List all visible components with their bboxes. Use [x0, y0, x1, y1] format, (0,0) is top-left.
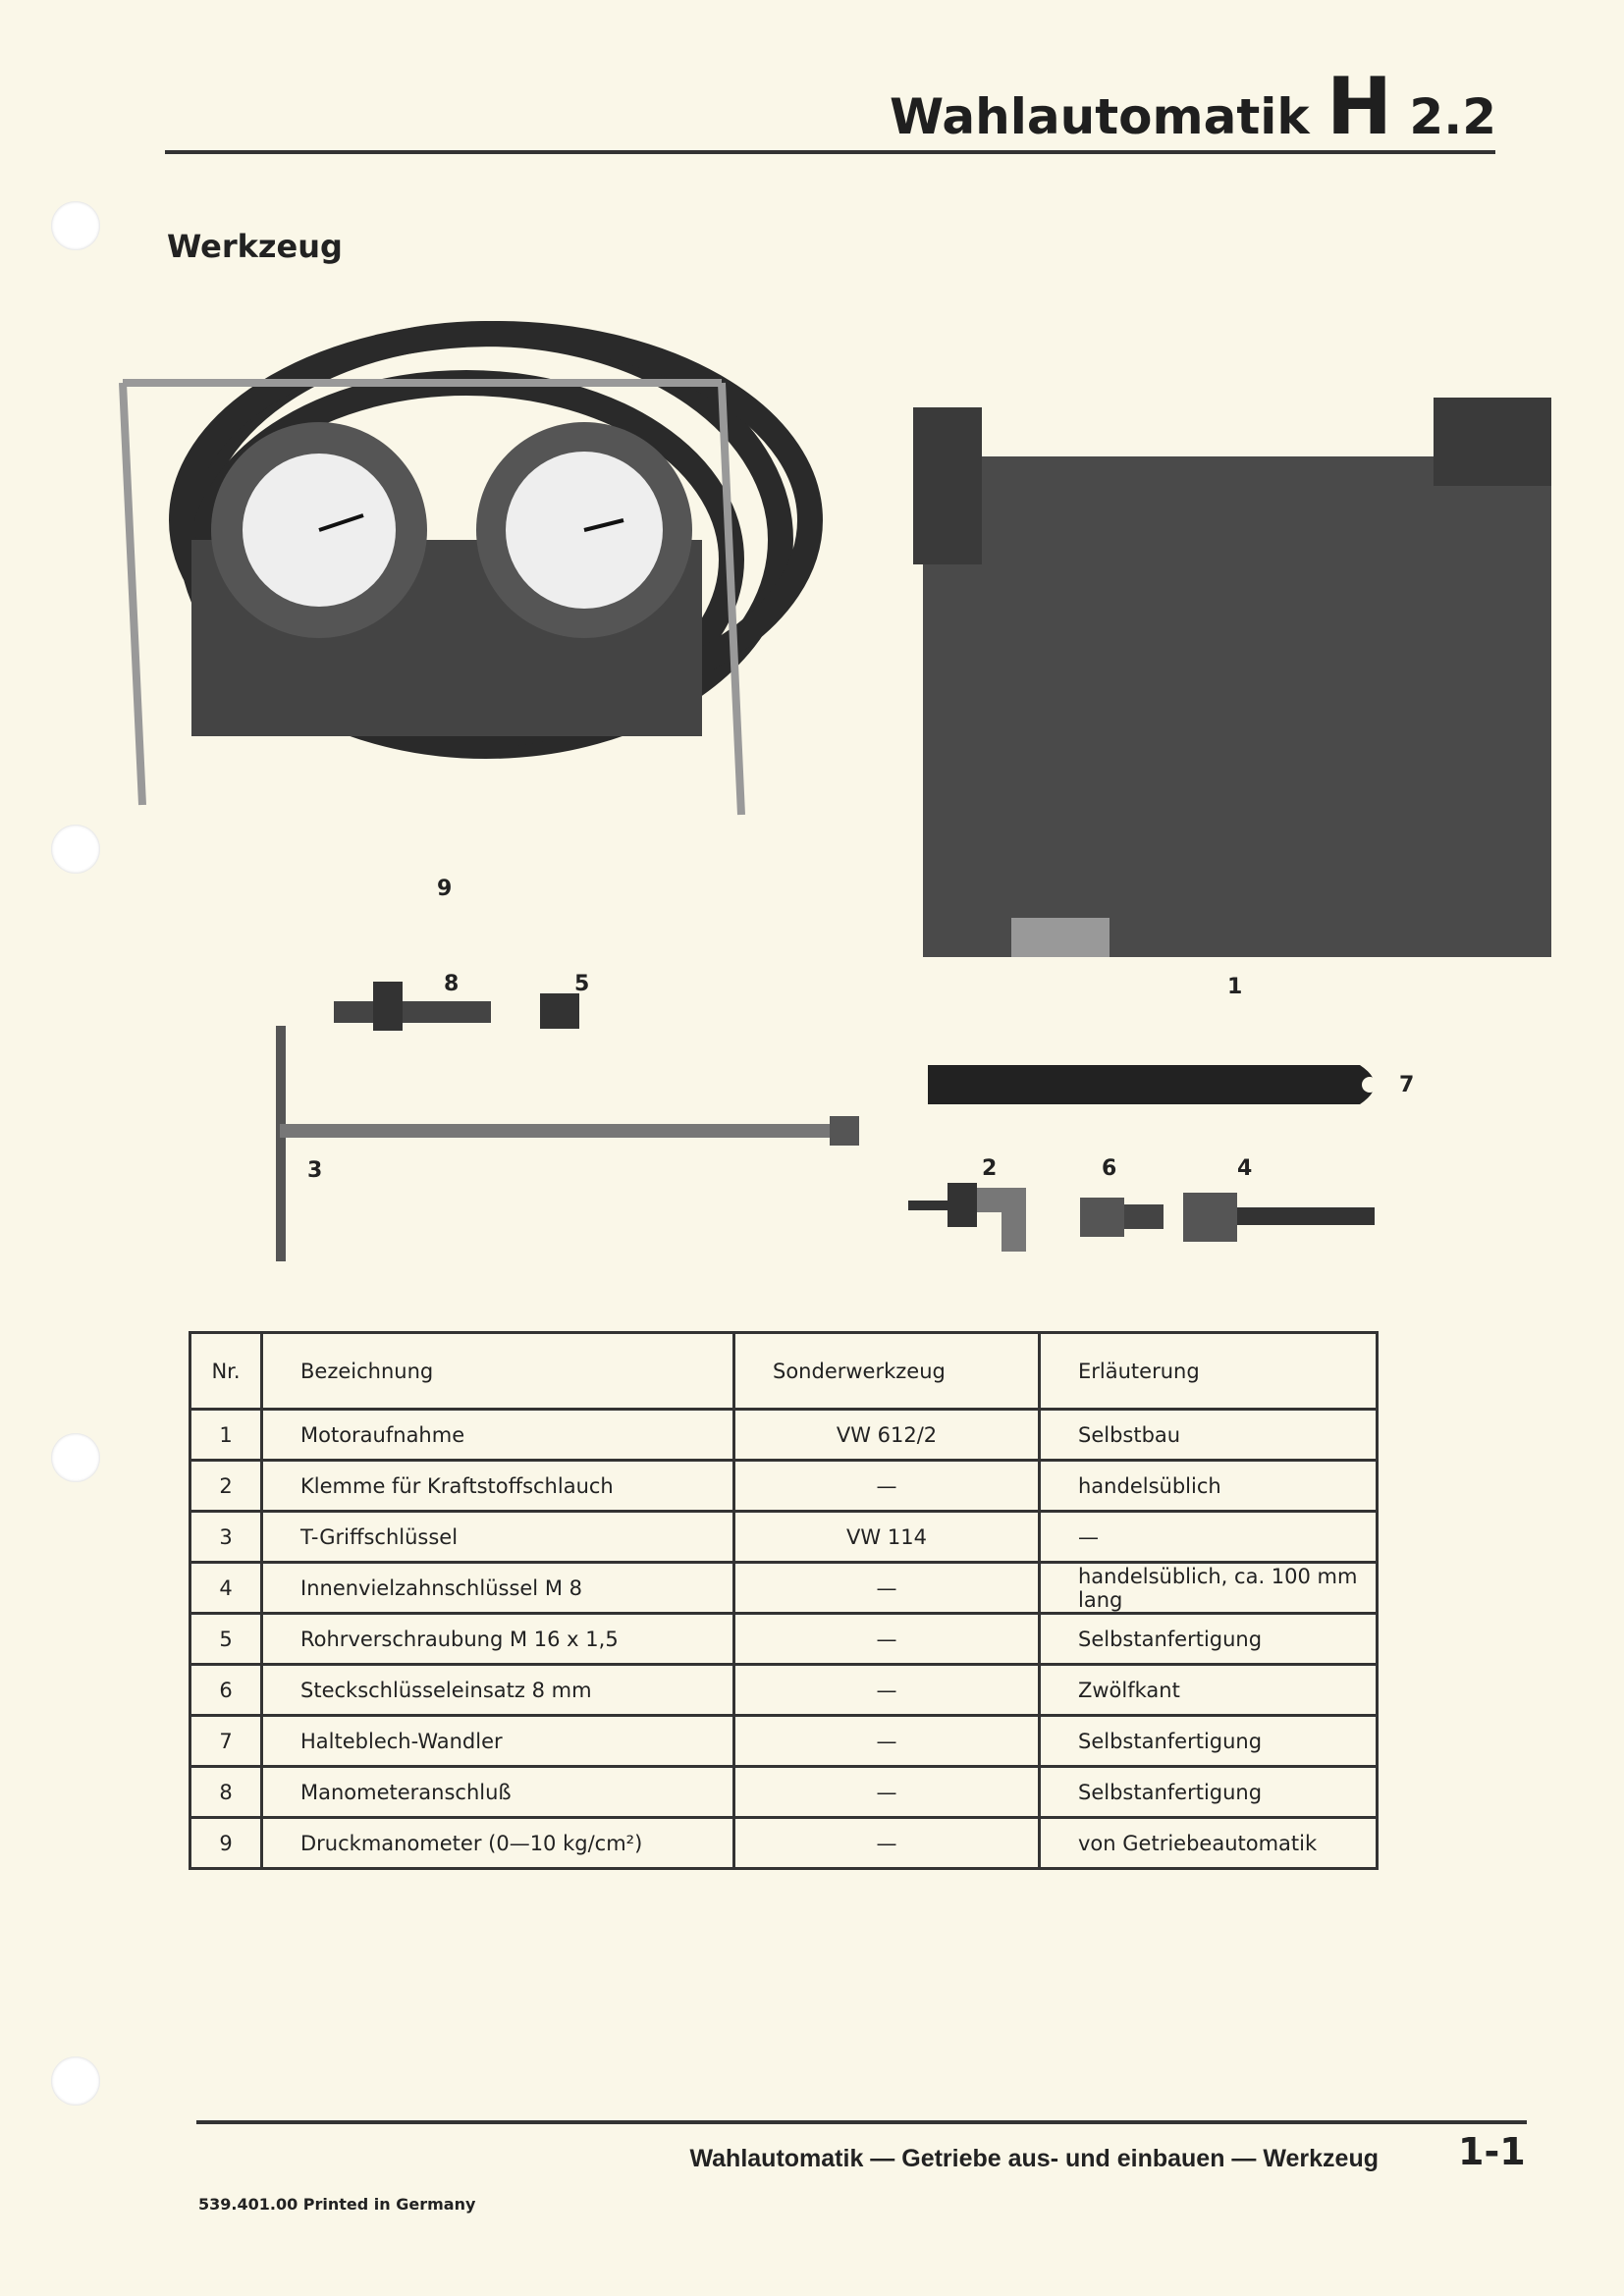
cell-nr: 1 [189, 1408, 263, 1462]
section-title: Werkzeug [167, 228, 343, 265]
cell-special-tool: VW 114 [732, 1510, 1041, 1564]
cell-name: Klemme für Kraftstoffschlauch [260, 1459, 735, 1513]
cell-special-tool: — [732, 1663, 1041, 1717]
cell-note: Selbstanfertigung [1038, 1714, 1379, 1768]
cell-nr: 6 [189, 1663, 263, 1717]
figure-label-5: 5 [574, 972, 590, 996]
cell-nr: 7 [189, 1714, 263, 1768]
punch-hole [51, 2056, 100, 2106]
pressure-gauge-photo [119, 321, 823, 816]
cell-nr: 9 [189, 1816, 263, 1870]
cell-note: handelsüblich [1038, 1459, 1379, 1513]
cell-note: — [1038, 1510, 1379, 1564]
engine-mount-plate-photo [913, 398, 1551, 957]
punch-hole [51, 825, 100, 874]
cell-note: Selbstanfertigung [1038, 1612, 1379, 1666]
cell-special-tool: VW 612/2 [732, 1408, 1041, 1462]
cell-nr: 3 [189, 1510, 263, 1564]
punch-hole [51, 201, 100, 250]
figure-label-4: 4 [1237, 1156, 1253, 1181]
col-header-note: Erläuterung [1038, 1331, 1379, 1411]
cell-special-tool: — [732, 1765, 1041, 1819]
figure-label-8: 8 [444, 972, 460, 996]
header-group: H [1326, 61, 1392, 152]
cell-name: T-Griffschlüssel [260, 1510, 735, 1564]
figure-label-2: 2 [982, 1156, 998, 1181]
figure-label-1: 1 [1227, 975, 1243, 999]
cell-special-tool: — [732, 1561, 1041, 1615]
punch-hole [51, 1433, 100, 1482]
figure-label-9: 9 [437, 877, 453, 901]
cell-nr: 5 [189, 1612, 263, 1666]
header-title: Wahlautomatik [890, 88, 1310, 145]
gauge-connector-photo [334, 982, 579, 1031]
cell-note: handelsüblich, ca. 100 mm lang [1038, 1561, 1379, 1615]
cell-name: Manometeranschluß [260, 1765, 735, 1819]
cell-note: Selbstanfertigung [1038, 1765, 1379, 1819]
col-header-nr: Nr. [189, 1331, 263, 1411]
figure-label-6: 6 [1102, 1156, 1117, 1181]
cell-name: Druckmanometer (0—10 kg/cm²) [260, 1816, 735, 1870]
col-header-name: Bezeichnung [260, 1331, 735, 1411]
page-number: 1-1 [1458, 2130, 1526, 2173]
cell-name: Innenvielzahnschlüssel M 8 [260, 1561, 735, 1615]
tool-table: Nr. Bezeichnung Sonderwerkzeug Erläuteru… [189, 1331, 1379, 1870]
footer-title: Wahlautomatik — Getriebe aus- und einbau… [689, 2145, 1379, 2172]
cell-special-tool: — [732, 1714, 1041, 1768]
converter-bracket-photo [928, 1065, 1378, 1104]
cell-nr: 8 [189, 1765, 263, 1819]
cell-nr: 2 [189, 1459, 263, 1513]
t-handle-wrench-photo [276, 1026, 859, 1261]
cell-note: von Getriebeautomatik [1038, 1816, 1379, 1870]
cell-name: Halteblech-Wandler [260, 1714, 735, 1768]
cell-special-tool: — [732, 1816, 1041, 1870]
cell-name: Steckschlüsseleinsatz 8 mm [260, 1663, 735, 1717]
header-section-number: 2.2 [1409, 88, 1496, 145]
cell-special-tool: — [732, 1612, 1041, 1666]
cell-note: Zwölfkant [1038, 1663, 1379, 1717]
figure-label-7: 7 [1399, 1073, 1415, 1097]
figure-label-3: 3 [307, 1158, 323, 1183]
cell-special-tool: — [732, 1459, 1041, 1513]
header-rule [165, 150, 1495, 154]
cell-nr: 4 [189, 1561, 263, 1615]
table-header-row: Nr. Bezeichnung Sonderwerkzeug Erläuteru… [189, 1331, 1379, 1411]
footer-rule [196, 2120, 1527, 2124]
clamp-socket-tools-photo [908, 1183, 1375, 1252]
print-code: 539.401.00 Printed in Germany [198, 2195, 476, 2214]
cell-note: Selbstbau [1038, 1408, 1379, 1462]
page-header: Wahlautomatik H 2.2 [890, 61, 1496, 152]
cell-name: Rohrverschraubung M 16 x 1,5 [260, 1612, 735, 1666]
col-header-special-tool: Sonderwerkzeug [732, 1331, 1041, 1411]
cell-name: Motoraufnahme [260, 1408, 735, 1462]
